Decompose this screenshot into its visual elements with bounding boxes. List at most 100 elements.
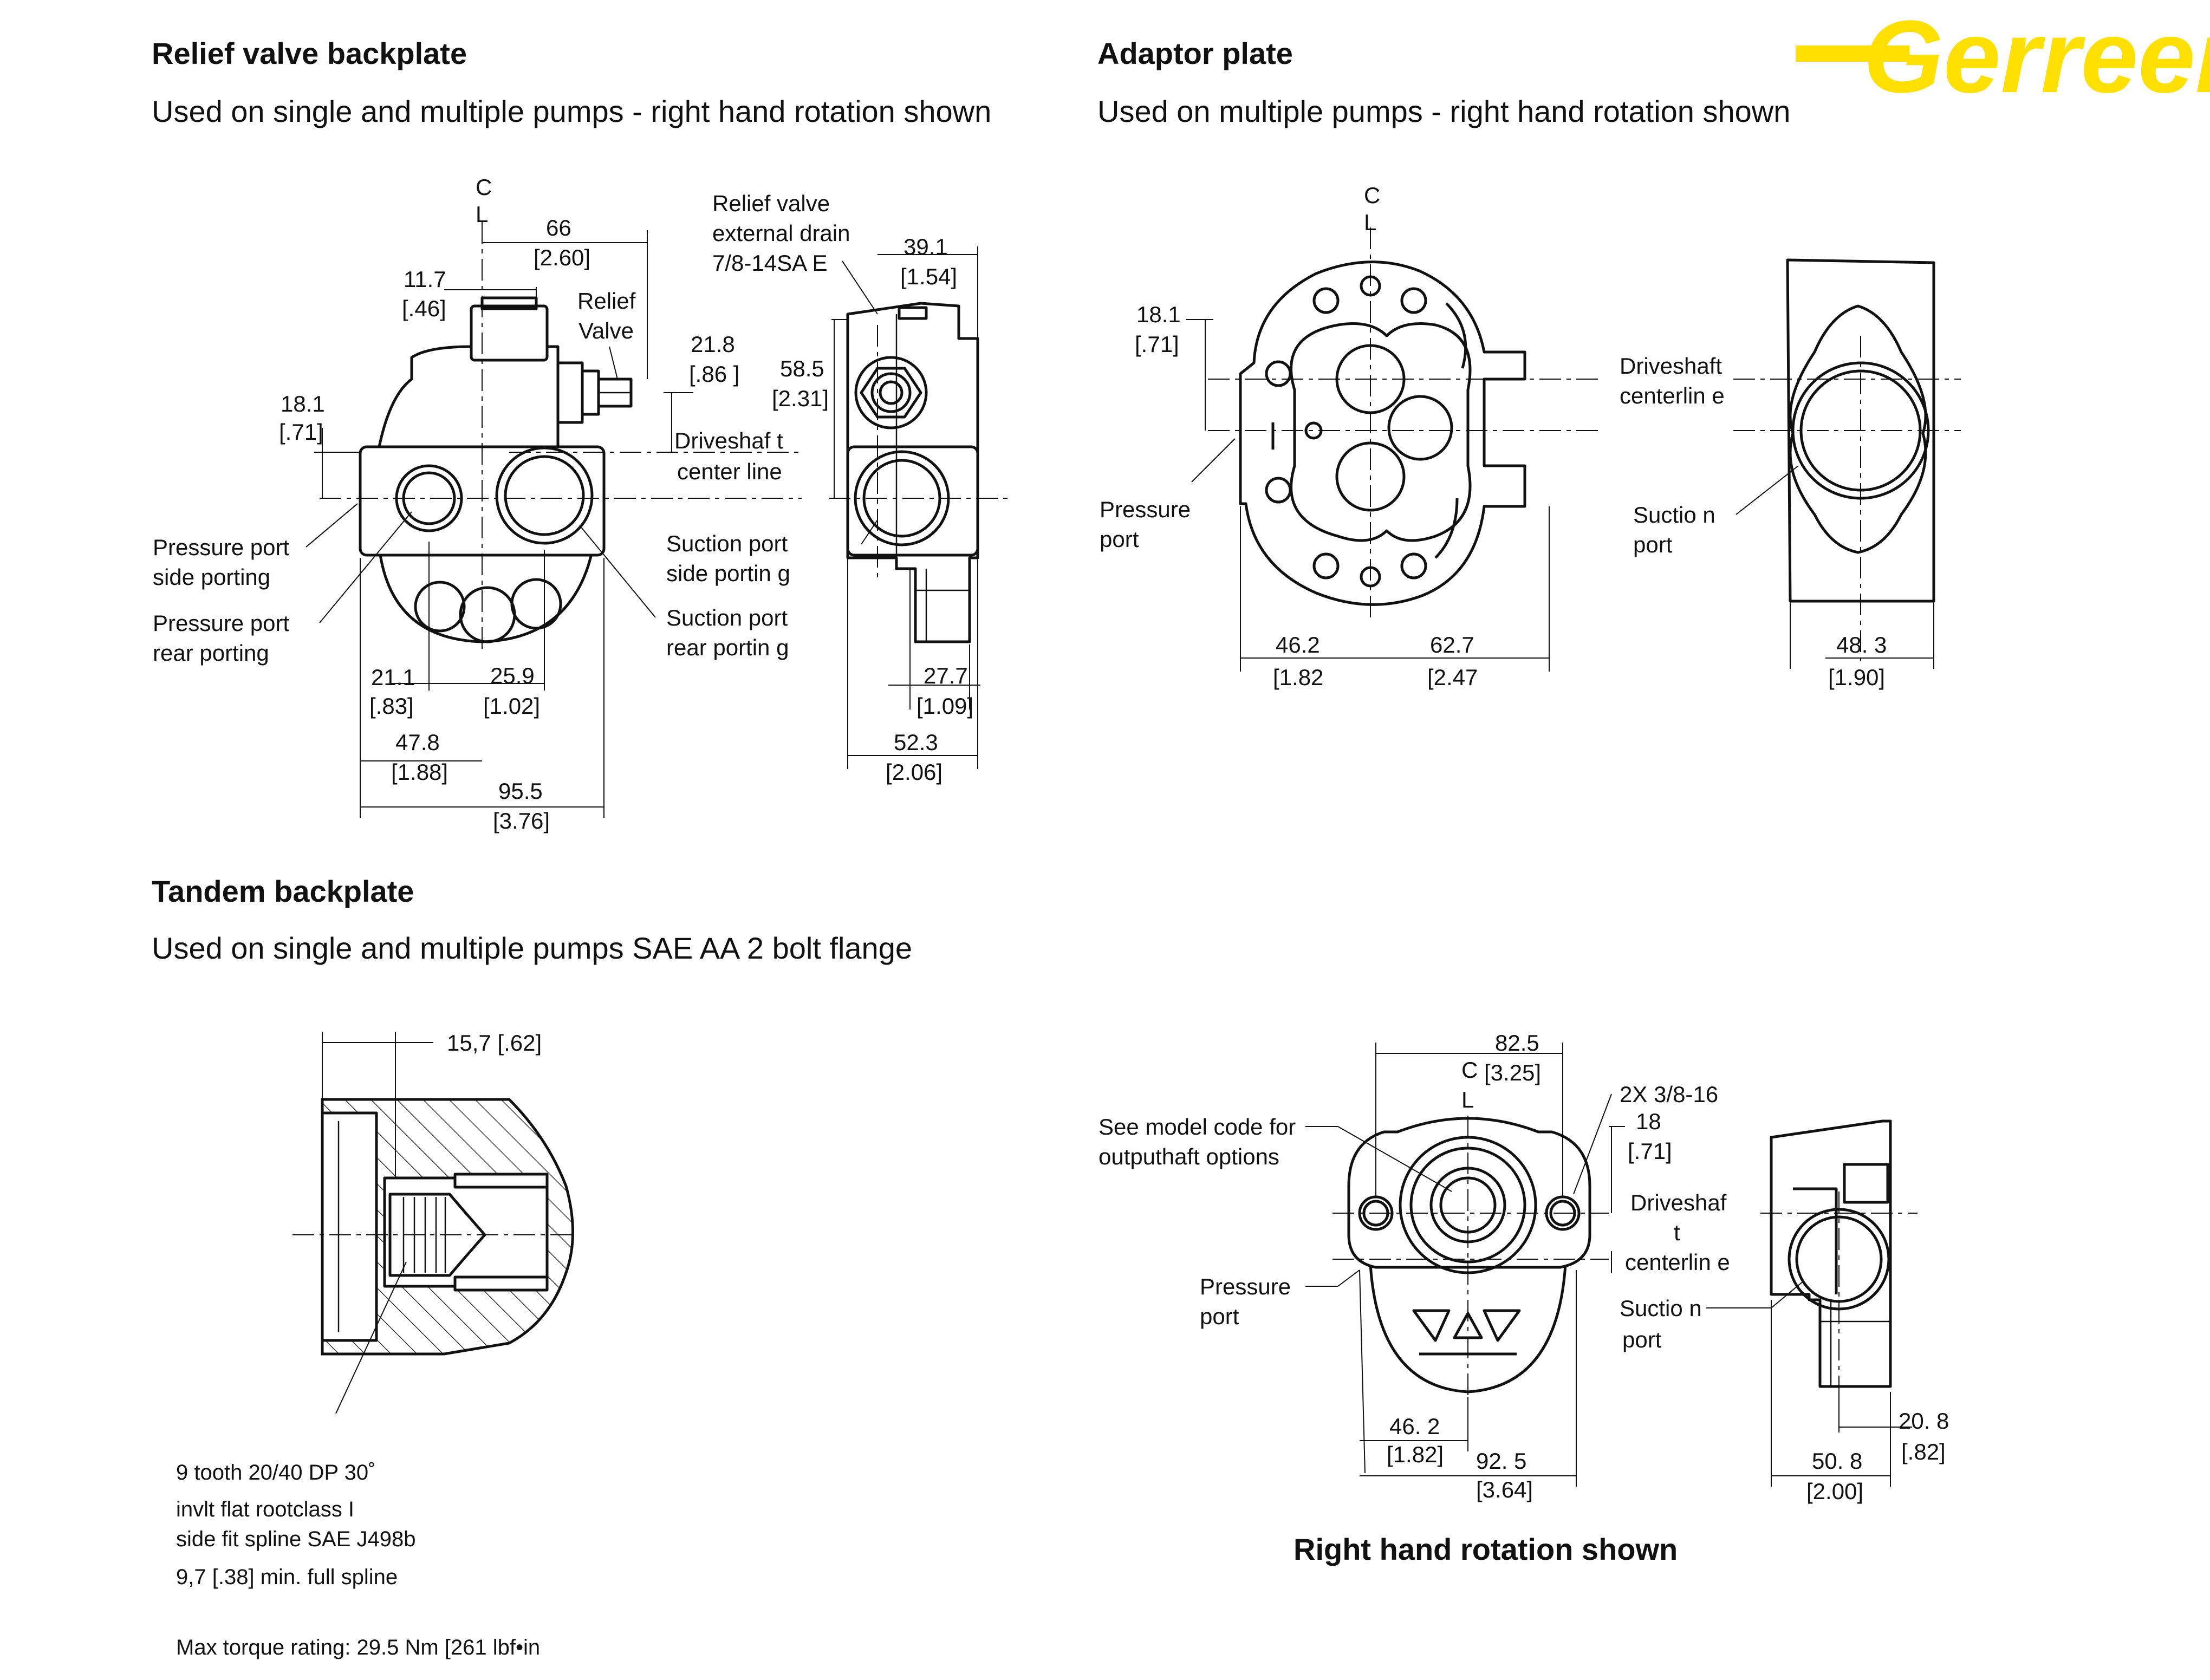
relief-dim-47-8: 47.8 — [395, 730, 440, 755]
relief-side-view — [829, 302, 1007, 643]
tandem-note-2: invlt flat rootclass I — [176, 1497, 354, 1521]
relief-driveshaft-label-1: Driveshaf t — [674, 428, 783, 453]
front-dim-92-5-in: [3.64] — [1476, 1477, 1533, 1502]
relief-dim-11-7: 11.7 — [404, 266, 446, 292]
relief-side-dimensions: Relief valve external drain 7/8-14SA E 3… — [712, 191, 980, 785]
front-footer: Right hand rotation shown — [1294, 1532, 1678, 1566]
relief-pressure-rear-1: Pressure port — [153, 610, 289, 636]
pump-side-dimensions: Suctio n port 50. 8 [2.00] 20. 8 [.82] — [1620, 1280, 1949, 1504]
adaptor-dim-48-3-in: [1.90] — [1828, 665, 1885, 690]
relief-title: Relief valve backplate — [152, 36, 467, 70]
adaptor-suction-2: port — [1633, 532, 1673, 557]
relief-cl-l: L — [476, 201, 488, 227]
adaptor-side-dimensions: Driveshaft centerlin e Suctio n port 48.… — [1620, 353, 1934, 690]
adaptor-side-view — [1733, 258, 1961, 661]
relief-dim-58-5: 58.5 — [780, 356, 824, 381]
relief-dim-58-5-in: [2.31] — [772, 386, 829, 411]
relief-dim-47-8-in: [1.88] — [391, 759, 448, 785]
side-dim-20-8: 20. 8 — [1899, 1408, 1949, 1434]
relief-dim-66: 66 — [546, 215, 571, 240]
tandem-dimensions: 15,7 [.62] 9 tooth 20/40 DP 30˚ invlt fl… — [176, 1030, 542, 1659]
relief-front-view — [320, 222, 802, 650]
relief-pressure-rear-2: rear porting — [153, 640, 269, 666]
relief-dim-66-in: [2.60] — [534, 245, 590, 270]
relief-suction-rear-1: Suction port — [666, 605, 788, 630]
front-dim-46-2-in: [1.82] — [1387, 1442, 1444, 1467]
relief-valve-label-1: Relief — [577, 288, 636, 314]
tandem-note-1: 9 tooth 20/40 DP 30˚ — [176, 1461, 375, 1484]
side-dim-50-8-in: [2.00] — [1806, 1479, 1863, 1504]
relief-dim-21-1: 21.1 — [371, 665, 415, 690]
adaptor-driveshaft-2: centerlin e — [1620, 383, 1725, 408]
relief-drain-label-2: external drain — [712, 220, 850, 246]
relief-dim-39-1: 39.1 — [903, 234, 948, 259]
relief-suction-side-1: Suction port — [666, 531, 788, 556]
front-dim-18-in: [.71] — [1628, 1138, 1672, 1164]
relief-dim-27-7: 27.7 — [924, 663, 968, 688]
tandem-title: Tandem backplate — [152, 874, 414, 908]
relief-dim-52-3: 52.3 — [894, 730, 938, 755]
side-dim-20-8-in: [.82] — [1901, 1439, 1946, 1464]
brand-logo: Gerreen — [1796, 0, 2210, 114]
side-suction-2: port — [1622, 1327, 1662, 1352]
pump-side-view — [1760, 1119, 1917, 1403]
relief-dim-18-1: 18.1 — [281, 391, 325, 416]
relief-dim-21-8: 21.8 — [691, 331, 735, 357]
relief-dim-39-1-in: [1.54] — [900, 264, 957, 289]
relief-dim-25-9: 25.9 — [490, 663, 535, 688]
tandem-dim-15-7: 15,7 [.62] — [447, 1030, 542, 1056]
adaptor-dim-62-7-in: [2.47 — [1427, 665, 1478, 690]
adaptor-driveshaft-1: Driveshaft — [1620, 353, 1722, 379]
adaptor-dim-18-1: 18.1 — [1136, 302, 1181, 327]
front-pressure-1: Pressure — [1200, 1274, 1291, 1299]
front-dim-82-5: 82.5 — [1495, 1030, 1539, 1056]
brand-logo-text: Gerreen — [1863, 0, 2210, 114]
front-driveshaft-3: centerlin e — [1625, 1249, 1730, 1275]
adaptor-pressure-2: port — [1100, 526, 1139, 552]
relief-dim-95-5-in: [3.76] — [493, 808, 550, 834]
side-dim-50-8: 50. 8 — [1812, 1448, 1862, 1474]
adaptor-pressure-1: Pressure — [1100, 497, 1191, 522]
adaptor-suction-1: Suctio n — [1633, 502, 1715, 528]
relief-valve-label-2: Valve — [578, 318, 634, 343]
front-dim-82-5-in: [3.25] — [1484, 1060, 1541, 1085]
tandem-note-4: 9,7 [.38] min. full spline — [176, 1565, 398, 1589]
front-cl-c: C — [1461, 1057, 1478, 1083]
adaptor-cl-l: L — [1364, 210, 1376, 235]
adaptor-front-dimensions: C L 18.1 [.71] Pressure port 46.2 [1.82 … — [1100, 183, 1550, 690]
relief-drain-label-1: Relief valve — [712, 191, 830, 216]
front-model-label-1: See model code for — [1098, 1114, 1296, 1139]
relief-subtitle: Used on single and multiple pumps - righ… — [152, 94, 991, 128]
relief-front-dimensions: C L 66 [2.60] 11.7 [.46] Relief Valve 21… — [153, 174, 790, 834]
front-dim-46-2: 46. 2 — [1389, 1414, 1440, 1439]
relief-drain-label-3: 7/8-14SA E — [712, 250, 827, 276]
front-cl-l: L — [1461, 1087, 1474, 1112]
adaptor-dim-46-2: 46.2 — [1276, 632, 1320, 657]
relief-pressure-side-2: side porting — [153, 564, 270, 590]
front-driveshaft-2: t — [1674, 1220, 1680, 1245]
adaptor-front-view — [1208, 227, 1603, 617]
relief-dim-21-8-in: [.86 ] — [689, 361, 739, 387]
relief-dim-11-7-in: [.46] — [402, 296, 446, 321]
relief-pressure-side-1: Pressure port — [153, 535, 289, 560]
relief-dim-52-3-in: [2.06] — [886, 759, 942, 785]
relief-dim-21-1-in: [.83] — [369, 693, 414, 719]
tandem-subtitle: Used on single and multiple pumps SAE AA… — [152, 931, 912, 965]
front-dim-92-5: 92. 5 — [1476, 1448, 1526, 1474]
adaptor-subtitle: Used on multiple pumps - right hand rota… — [1097, 94, 1790, 128]
relief-suction-rear-2: rear portin g — [666, 635, 789, 660]
side-suction-1: Suctio n — [1620, 1295, 1702, 1321]
adaptor-title: Adaptor plate — [1097, 36, 1293, 70]
tandem-section-view — [292, 1098, 574, 1356]
front-model-label-2: outputhaft options — [1098, 1144, 1279, 1169]
adaptor-dim-48-3: 48. 3 — [1836, 632, 1887, 657]
tandem-note-3: side fit spline SAE J498b — [176, 1527, 415, 1551]
relief-dim-25-9-in: [1.02] — [483, 693, 540, 719]
pump-front-view — [1332, 1116, 1609, 1403]
relief-dim-18-1-in: [.71] — [279, 419, 323, 445]
adaptor-dim-46-2-in: [1.82 — [1273, 665, 1323, 690]
front-driveshaft-1: Driveshaf — [1630, 1190, 1727, 1215]
relief-dim-27-7-in: [1.09] — [916, 693, 973, 719]
front-dim-18: 18 — [1636, 1109, 1661, 1134]
